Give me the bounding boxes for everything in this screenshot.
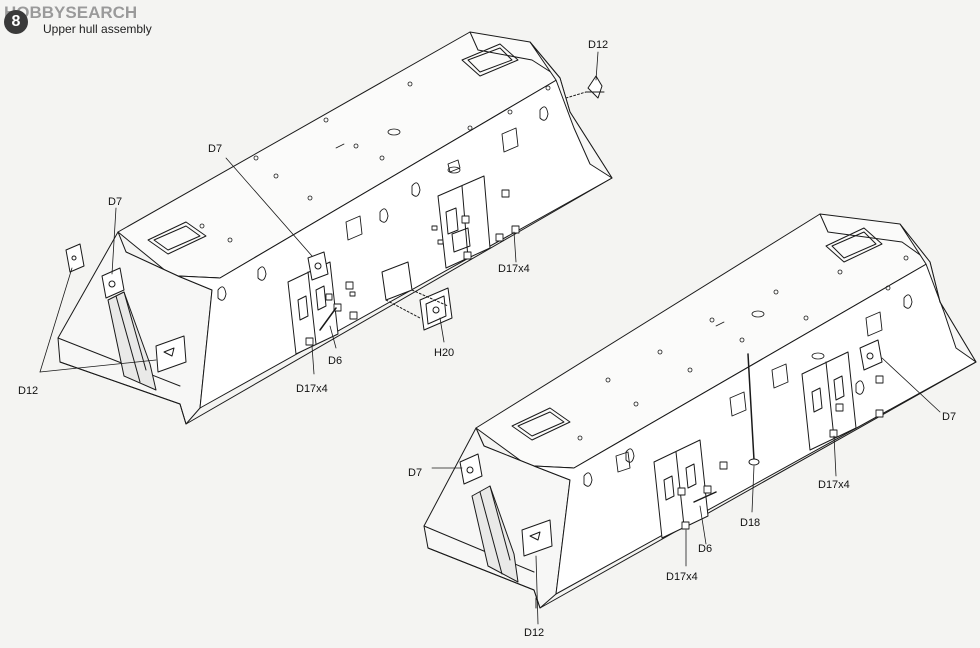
logo-text: SEARCH xyxy=(65,3,138,22)
callout-d18: D18 xyxy=(740,517,760,529)
step-header: HOBBYSEARCH 8 Upper hull assembly xyxy=(2,2,262,38)
callout-left-d6: D6 xyxy=(328,355,342,367)
h20-part xyxy=(381,261,453,331)
left-front-roof-hatch xyxy=(147,221,207,255)
step-title: Upper hull assembly xyxy=(43,22,152,36)
callout-left-d7-lower: D7 xyxy=(208,143,222,155)
right-hull xyxy=(423,213,977,609)
callout-left-d17x4-lower: D17x4 xyxy=(296,383,328,395)
step-number-badge: 8 xyxy=(4,10,28,34)
leader-lines xyxy=(39,51,941,625)
left-d12-part xyxy=(65,243,85,273)
left-front-plate xyxy=(155,335,187,373)
right-front-roof-hatch xyxy=(511,407,571,441)
d18-antenna xyxy=(747,353,760,466)
right-hull-side-door-rear xyxy=(801,351,857,451)
callout-left-d17x4-right: D17x4 xyxy=(498,263,530,275)
right-front-face-door xyxy=(471,485,519,583)
top-d12-part xyxy=(565,75,605,99)
left-hull xyxy=(57,31,613,425)
callout-top-d12: D12 xyxy=(588,39,608,51)
right-front-plate xyxy=(521,519,553,557)
right-d7-part-front xyxy=(459,453,483,485)
callout-right-d17x4-lower: D17x4 xyxy=(666,571,698,583)
callout-right-d7-left: D7 xyxy=(408,467,422,479)
callout-h20: H20 xyxy=(434,347,454,359)
callout-left-d7-upper: D7 xyxy=(108,196,122,208)
callout-right-d17x4-right: D17x4 xyxy=(818,479,850,491)
callout-left-d12: D12 xyxy=(18,385,38,397)
callout-right-d6: D6 xyxy=(698,543,712,555)
callout-right-d7-right: D7 xyxy=(942,411,956,423)
left-d7-part-front xyxy=(101,267,125,299)
right-rear-roof-hatch xyxy=(825,227,883,263)
left-d7-part-side xyxy=(307,251,329,281)
left-rear-roof-hatch xyxy=(461,43,519,77)
right-d7-part-rear xyxy=(859,339,883,371)
callout-right-d12-bottom: D12 xyxy=(524,627,544,639)
